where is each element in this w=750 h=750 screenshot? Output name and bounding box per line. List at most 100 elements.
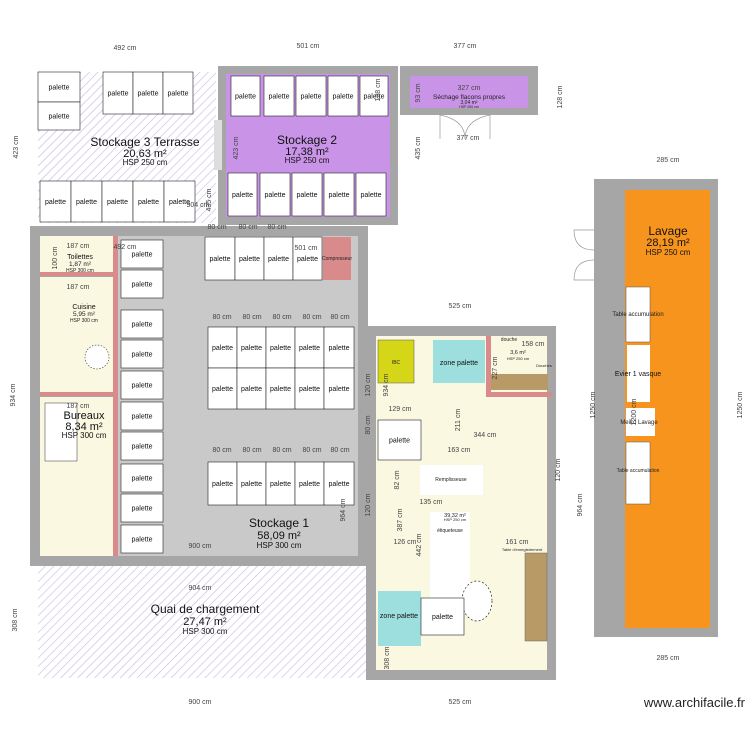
room-sechage — [410, 76, 528, 108]
palette-label: palette — [241, 481, 262, 488]
partition-wall — [113, 236, 118, 556]
door[interactable] — [214, 120, 222, 170]
palette-label: palette — [131, 414, 152, 421]
room-hsp: HSP 250 cm — [507, 356, 530, 361]
room-area: 39,32 m² — [444, 513, 466, 519]
table-accumulation-label: Table accumulation — [617, 468, 660, 474]
palette — [292, 236, 323, 281]
palette — [37, 71, 81, 103]
zone-palette-label: zone palette — [440, 360, 478, 367]
palette-label: palette — [332, 94, 353, 101]
palettes: palette palette palette palette palette palet… — [37, 71, 465, 636]
dimension-label: 120 cm — [555, 458, 562, 481]
evier-label: Evier 1 vasque — [615, 371, 661, 378]
room-quai — [38, 566, 366, 678]
compresseur-label: Compresseur — [322, 256, 352, 262]
partition-wall — [486, 336, 491, 396]
room-area: 27,47 m² — [183, 616, 227, 628]
palette-label: palette — [107, 199, 128, 206]
palette — [263, 236, 294, 281]
dimension-label: 435 cm — [206, 188, 213, 211]
palette — [323, 326, 355, 369]
palette-label: palette — [328, 192, 349, 199]
palette — [230, 75, 261, 117]
compresseur — [323, 237, 351, 280]
room-hsp: HSP 250 cm — [444, 517, 467, 522]
dimension-label: 80 cm — [272, 447, 291, 454]
palette-label: palette — [241, 345, 262, 352]
palette-label: palette — [328, 481, 349, 488]
palette — [120, 370, 164, 400]
room-hsp: HSP 250 cm — [646, 248, 691, 257]
palette-label: palette — [241, 386, 262, 393]
dimension-label: 80 cm — [330, 447, 349, 454]
palette — [132, 180, 165, 223]
palette-label: palette — [131, 537, 152, 544]
dimension-label: 80 cm — [302, 314, 321, 321]
room-hsp: HSP 300 cm — [62, 431, 107, 440]
palette — [120, 431, 164, 461]
table-round — [84, 344, 110, 370]
dimension-label: 525 cm — [449, 303, 472, 310]
palette — [323, 367, 355, 410]
palette — [227, 172, 258, 217]
partition-wall — [40, 272, 113, 276]
meiko-label: Meiko Lavage — [620, 420, 658, 426]
room-area: 8,34 m² — [65, 421, 103, 433]
palette — [420, 597, 465, 636]
dimension-label: 128 cm — [557, 85, 564, 108]
door-swing[interactable] — [573, 229, 595, 281]
palette-label: palette — [297, 256, 318, 263]
dimension-label: 964 cm — [340, 498, 347, 521]
dimension-label: 904 cm — [189, 585, 212, 592]
remplisseuse-label: Remplisseuse — [435, 477, 467, 483]
dimension-label: 904 cm — [187, 202, 210, 209]
palette-label: palette — [169, 199, 190, 206]
dimension-label: 900 cm — [189, 543, 212, 550]
palette-label: palette — [131, 476, 152, 483]
dimension-label: 120 cm — [365, 373, 372, 396]
dimension-label: 128 cm — [375, 78, 382, 101]
palette-label: palette — [360, 192, 381, 199]
room-area: 5,95 m² — [73, 311, 96, 318]
dimension-label: 120 cm — [365, 493, 372, 516]
palette — [120, 339, 164, 369]
round-table — [461, 580, 493, 622]
palette — [207, 461, 238, 506]
palette-label: palette — [138, 199, 159, 206]
dimension-label: 80 cm — [212, 314, 231, 321]
palette-label: palette — [167, 91, 188, 98]
door-swing[interactable] — [439, 114, 491, 140]
douche-label: douche — [501, 337, 518, 343]
room-hsp: HSP 300 cm — [70, 318, 98, 324]
palette — [295, 75, 327, 117]
palette — [70, 180, 103, 223]
room-hsp: HSP 250 cm — [285, 156, 330, 165]
room-hsp: HSP 250 cm — [459, 105, 479, 109]
room-area: 28,19 m² — [646, 237, 690, 249]
partition-wall — [40, 392, 113, 396]
dimension-label: 93 cm — [415, 83, 422, 102]
palette — [377, 419, 422, 461]
dimension-label: 492 cm — [114, 45, 137, 52]
dimension-label: 308 cm — [384, 646, 391, 669]
palette-label: palette — [212, 481, 233, 488]
palette — [265, 367, 296, 410]
palette-label: palette — [432, 614, 453, 621]
room-cuisine — [40, 277, 113, 393]
palette — [294, 461, 325, 506]
dimension-label: 227 cm — [492, 356, 499, 379]
palette — [234, 236, 265, 281]
dimension-label: 135 cm — [420, 499, 443, 506]
etiqueteuse-label: étiqueteuse — [437, 528, 463, 534]
zone-palette-label: zone palette — [380, 613, 418, 620]
palette-label: palette — [131, 352, 152, 359]
dimension-label: 501 cm — [295, 245, 318, 252]
palette — [323, 461, 355, 506]
ibc-tank — [377, 339, 415, 384]
palette — [236, 367, 267, 410]
room-name: Stockage 3 Terrasse — [90, 135, 199, 149]
dimension-label: 525 cm — [449, 699, 472, 706]
dimension-label: 344 cm — [474, 432, 497, 439]
dimension-label: 211 cm — [455, 409, 462, 432]
